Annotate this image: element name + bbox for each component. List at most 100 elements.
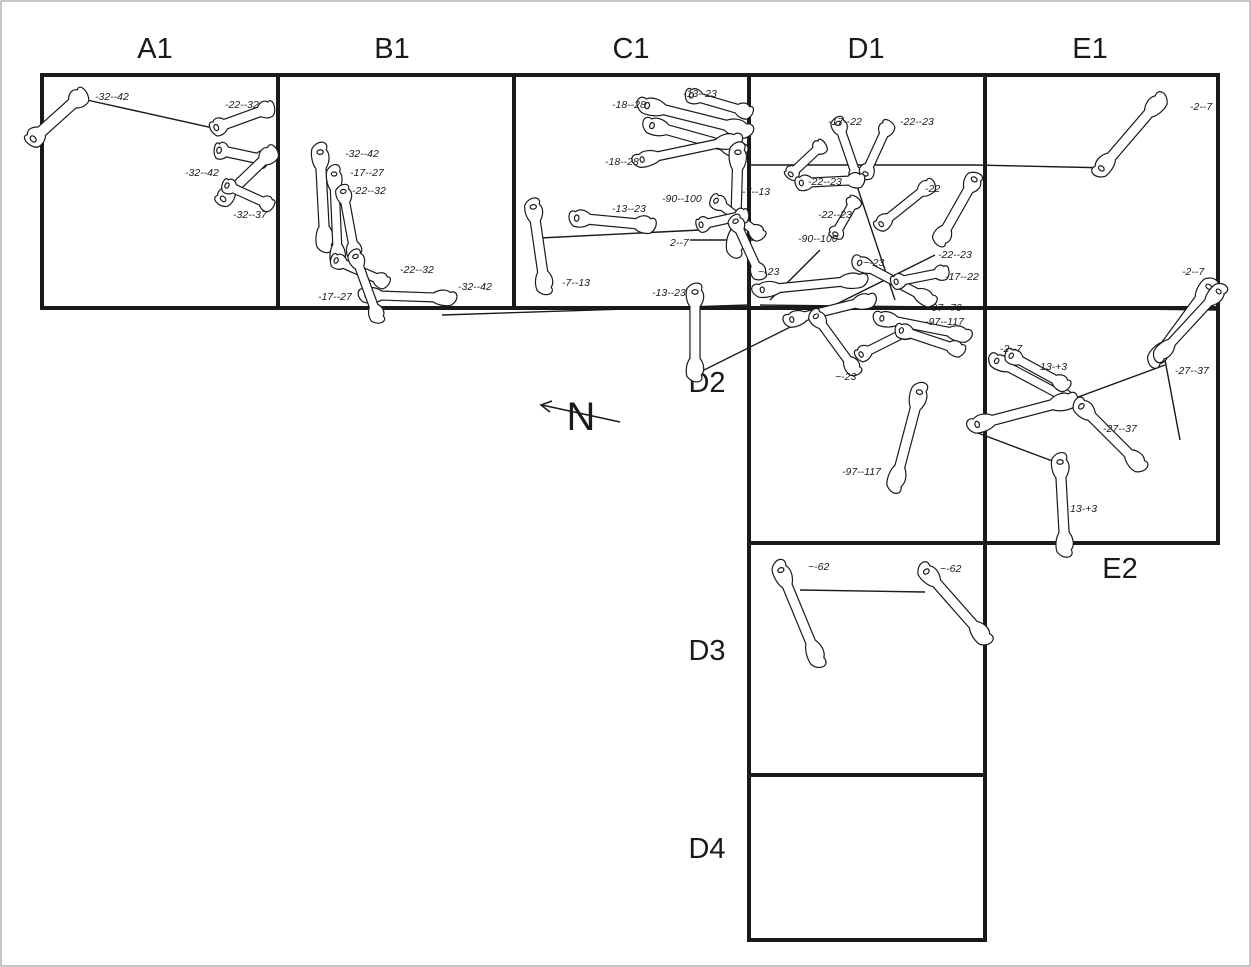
depth-label: -32--42 [345, 148, 379, 160]
bone-32 [782, 292, 877, 328]
bone-joint [691, 289, 699, 295]
square-label-a1: A1 [137, 33, 172, 65]
bone-joint [529, 203, 538, 210]
depth-label: -2--7 [1000, 343, 1023, 355]
bone-5 [310, 141, 334, 254]
bone-13 [636, 96, 755, 139]
north-label: N [567, 395, 596, 439]
bone-11 [524, 197, 554, 296]
depth-label: -7--13 [742, 186, 770, 198]
depth-label: -22--32 [225, 99, 259, 111]
bone-28 [828, 194, 863, 240]
depth-label: -18--28 [605, 156, 639, 168]
depth-label: ~-62 [940, 563, 961, 575]
bone-25 [794, 171, 866, 192]
depth-label: 13-+3 [1040, 361, 1067, 373]
grid-square-d4 [747, 773, 987, 942]
depth-label: -97--70 [928, 302, 962, 314]
depth-label: -27--37 [1103, 423, 1138, 435]
bone-joint [1078, 403, 1085, 410]
depth-label: -97--117 [925, 316, 965, 328]
depth-label: -22--32 [352, 185, 386, 197]
depth-label: -17--22 [828, 116, 862, 128]
depth-label: -18--28 [612, 99, 646, 111]
bone-21 [727, 213, 768, 281]
bone-joint [789, 316, 795, 323]
bone-joint [316, 149, 324, 155]
depth-label: -32--42 [95, 91, 129, 103]
grid-square-b1 [276, 73, 516, 310]
bone-joint [644, 101, 651, 110]
bone-10 [347, 248, 386, 324]
link-line [1069, 364, 1166, 401]
depth-label: -32--37 [233, 209, 268, 221]
square-label-c1: C1 [612, 33, 649, 65]
depth-label: 2--7 [669, 237, 690, 249]
bone-joint [922, 568, 930, 575]
depth-label: 13-+3 [1070, 503, 1097, 515]
link-line [539, 229, 701, 239]
depth-label: -17--27 [318, 291, 353, 303]
bone-31 [751, 272, 869, 299]
bone-joint [893, 278, 899, 286]
excavation-grid [40, 73, 1220, 942]
bone-44 [1072, 396, 1149, 473]
bone-joint [639, 156, 645, 163]
bone-joint [832, 231, 839, 238]
bone-joint [777, 567, 785, 574]
bone-joint [1215, 288, 1222, 295]
link-line [86, 99, 223, 131]
depth-label: -13--23 [652, 287, 686, 299]
square-label-e2: E2 [1102, 553, 1137, 585]
depth-label: -17--22 [945, 271, 979, 283]
depth-label: ~-62 [808, 561, 829, 573]
bone-1 [208, 100, 276, 137]
bone-joint [835, 120, 842, 127]
depth-label: -32--42 [458, 281, 492, 293]
link-line [974, 164, 1113, 169]
bone-joint [974, 420, 981, 429]
bone-joint [798, 179, 804, 187]
depth-label: -32--42 [185, 167, 219, 179]
bone-joint [858, 351, 864, 358]
bone-26 [873, 177, 937, 232]
bone-37 [886, 381, 929, 494]
bone-33 [807, 307, 863, 377]
depth-label: -7--13 [562, 277, 590, 289]
depth-label: -2--7 [1182, 266, 1205, 278]
square-label-e1: E1 [1072, 33, 1107, 65]
bone-35 [872, 310, 973, 343]
bone-joint [216, 146, 222, 154]
north-arrow-line [541, 404, 621, 423]
square-labels: A1 B1 C1 D1 E1 D2 E2 D3 D4 [137, 33, 1137, 865]
bone-joint [713, 197, 719, 204]
depth-label: -97--117 [842, 466, 882, 478]
bone-15 [684, 87, 755, 120]
bone-joint [878, 220, 885, 228]
depth-label: -22--23 [900, 116, 934, 128]
square-label-d3: D3 [688, 635, 725, 667]
bone-42 [1004, 347, 1072, 393]
link-line [1164, 359, 1181, 441]
bone-joint [732, 218, 739, 224]
depth-label: -90--100 [798, 233, 838, 245]
bone-joint [649, 121, 655, 130]
bone-joint [787, 171, 794, 178]
depth-label: -17--27 [350, 167, 385, 179]
depth-label: -22--23 [818, 209, 852, 221]
bone-45 [1050, 451, 1074, 558]
bone-24 [857, 118, 896, 181]
depth-label: -22--23 [938, 249, 972, 261]
bone-joint [213, 123, 220, 132]
square-label-d1: D1 [847, 33, 884, 65]
bone-joint [330, 171, 338, 177]
bone-joint [339, 188, 347, 195]
bone-joint [29, 135, 37, 143]
bone-joint [224, 182, 230, 189]
bone-joint [333, 257, 339, 264]
bone-47 [917, 561, 994, 646]
bone-joint [688, 92, 694, 99]
bone-20 [685, 282, 705, 383]
